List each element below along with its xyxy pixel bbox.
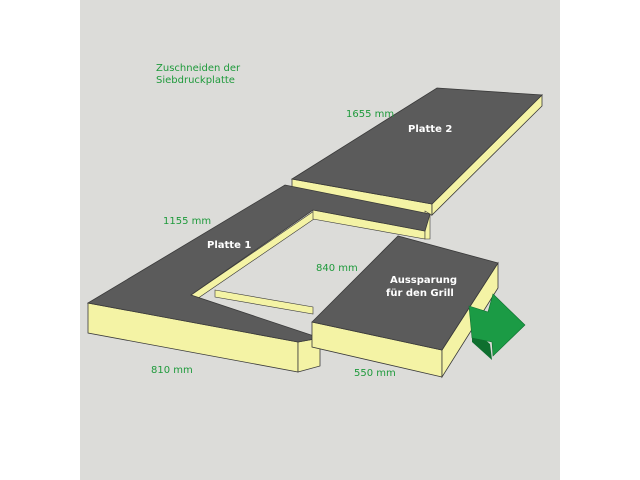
dimension-550: 550 mm bbox=[354, 368, 396, 379]
title-line-2: Siebdruckplatte bbox=[156, 75, 235, 86]
plate-1 bbox=[86, 184, 431, 373]
direction-arrow-icon bbox=[468, 293, 526, 360]
dimension-1155: 1155 mm bbox=[163, 216, 211, 227]
plate-2 bbox=[290, 87, 543, 216]
plate-1-label: Platte 1 bbox=[207, 240, 251, 251]
plate-2-label: Platte 2 bbox=[408, 124, 452, 135]
dimension-840: 840 mm bbox=[316, 263, 358, 274]
cutout-label-line-2: für den Grill bbox=[386, 288, 454, 299]
dimension-810: 810 mm bbox=[151, 365, 193, 376]
cutout-label-line-1: Aussparung bbox=[390, 275, 457, 286]
diagram-panel: Zuschneiden der Siebdruckplatte 1655 mm … bbox=[80, 0, 560, 480]
cutting-diagram: Zuschneiden der Siebdruckplatte 1655 mm … bbox=[86, 63, 543, 379]
dimension-1655: 1655 mm bbox=[346, 109, 394, 120]
title-line-1: Zuschneiden der bbox=[156, 63, 241, 74]
grill-cutout-board bbox=[311, 235, 499, 379]
